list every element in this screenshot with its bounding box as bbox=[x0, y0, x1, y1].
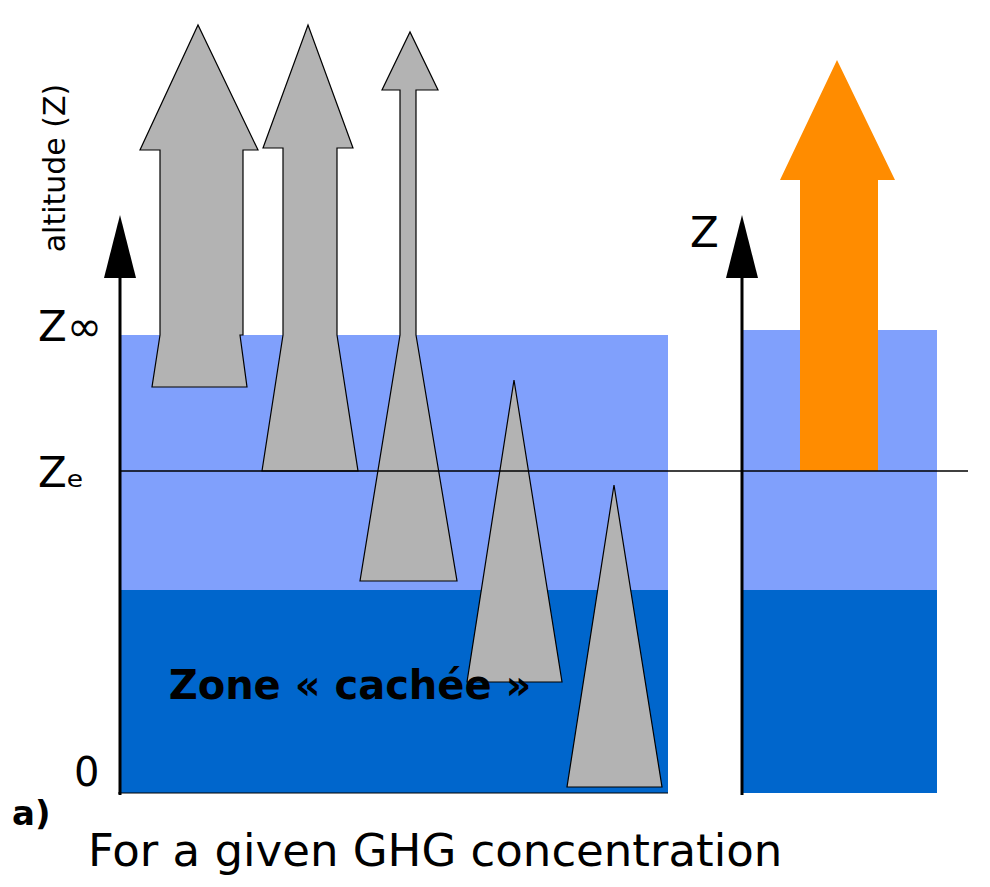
axis-title: Z bbox=[690, 212, 719, 254]
absorbed-emission bbox=[467, 380, 562, 682]
altitude-axis bbox=[741, 260, 744, 795]
zone-label: Zone « cachée » bbox=[160, 658, 540, 712]
ground-line bbox=[118, 793, 668, 794]
altitude-mark: Z∞ bbox=[38, 306, 102, 348]
altitude-mark: 0 bbox=[74, 752, 99, 792]
altitude-axis bbox=[119, 260, 122, 795]
absorbed-emission bbox=[567, 485, 662, 787]
caption: For a given GHG concentration bbox=[88, 828, 782, 873]
emission-arrow bbox=[140, 25, 258, 387]
effective-emission-arrow bbox=[780, 60, 895, 471]
axis-arrowhead bbox=[104, 215, 136, 278]
hidden-zone-band bbox=[742, 590, 937, 793]
emission-arrow bbox=[360, 32, 457, 581]
axis-arrowhead bbox=[726, 215, 758, 278]
hidden-zone: Zone « cachée » bbox=[120, 590, 668, 793]
axis-title: altitude (Z) bbox=[40, 84, 70, 253]
emission-level-line bbox=[120, 470, 968, 472]
panel-letter: a) bbox=[12, 796, 50, 830]
altitude-mark: Zₑ bbox=[38, 452, 84, 494]
emission-arrow bbox=[262, 25, 358, 471]
